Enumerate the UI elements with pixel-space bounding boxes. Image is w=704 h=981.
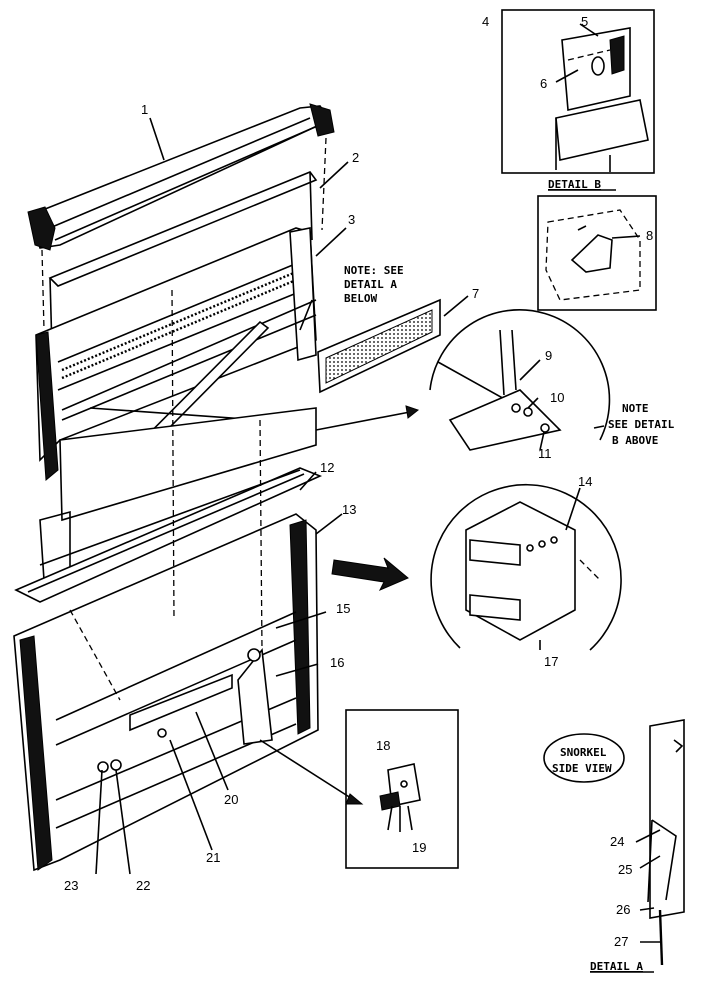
big-arrow <box>331 557 409 591</box>
part-label-26: 26 <box>616 902 630 917</box>
note-a-line-1: NOTE: SEE <box>344 264 404 277</box>
vent-frame <box>35 227 317 482</box>
arrow-to-switch <box>259 739 364 805</box>
part-label-18: 18 <box>376 738 390 753</box>
caption-detail-b: DETAIL B <box>548 178 601 191</box>
detail-circle-lower <box>430 483 622 651</box>
part-label-2: 2 <box>352 150 359 165</box>
note-b-line-2: SEE DETAIL <box>608 418 675 431</box>
part-label-12: 12 <box>320 460 334 475</box>
part-label-27: 27 <box>614 934 628 949</box>
snorkel-side-view <box>543 719 685 966</box>
part-label-14: 14 <box>578 474 592 489</box>
part-label-11: 11 <box>538 446 552 461</box>
part-label-4: 4 <box>482 14 489 29</box>
part-label-23: 23 <box>64 878 78 893</box>
part-label-6: 6 <box>540 76 547 91</box>
part-label-24: 24 <box>610 834 624 849</box>
note-b-line-1: NOTE <box>622 402 649 415</box>
part-label-22: 22 <box>136 878 150 893</box>
fastener-23 <box>97 761 109 773</box>
snorkel-line-2: SIDE VIEW <box>552 762 612 775</box>
part-labels: 1 2 3 4 5 6 7 8 9 10 11 12 13 14 15 16 1… <box>64 14 653 949</box>
part-label-25: 25 <box>618 862 632 877</box>
part-label-8: 8 <box>646 228 653 243</box>
fastener-21 <box>157 728 167 738</box>
top-panel <box>48 171 318 351</box>
note-b-line-3: B ABOVE <box>612 434 658 447</box>
duct-section <box>39 407 317 581</box>
part-label-20: 20 <box>224 792 238 807</box>
note-a-line-3: BELOW <box>344 292 377 305</box>
part-label-17: 17 <box>544 654 558 669</box>
part-label-16: 16 <box>330 655 344 670</box>
switch-detail-box <box>345 709 459 869</box>
part-label-19: 19 <box>412 840 426 855</box>
bottom-tray <box>14 467 323 603</box>
mount-bracket <box>237 647 273 745</box>
part-label-1: 1 <box>141 102 148 117</box>
fastener-22 <box>110 759 122 771</box>
note-a-line-2: DETAIL A <box>344 278 397 291</box>
detail-b-box <box>501 9 655 174</box>
part-label-5: 5 <box>581 14 588 29</box>
note-detail-b: NOTE SEE DETAIL B ABOVE <box>608 402 675 447</box>
part-8-box <box>537 195 657 311</box>
note-snorkel: SNORKEL SIDE VIEW <box>552 746 612 775</box>
part-label-7: 7 <box>472 286 479 301</box>
detail-circle-upper <box>429 309 611 451</box>
cabinet-body <box>13 513 319 872</box>
alignment-lines <box>41 137 327 701</box>
part-label-9: 9 <box>545 348 552 363</box>
part-label-13: 13 <box>342 502 356 517</box>
snorkel-line-1: SNORKEL <box>560 746 607 759</box>
part-label-3: 3 <box>348 212 355 227</box>
part-label-21: 21 <box>206 850 220 865</box>
top-cap-bar <box>27 103 335 251</box>
filter-screen <box>317 298 441 394</box>
leader-lines <box>95 23 661 943</box>
part-label-15: 15 <box>336 601 350 616</box>
note-detail-a: NOTE: SEE DETAIL A BELOW <box>344 264 404 305</box>
caption-detail-a: DETAIL A <box>590 960 643 973</box>
part-label-10: 10 <box>550 390 564 405</box>
